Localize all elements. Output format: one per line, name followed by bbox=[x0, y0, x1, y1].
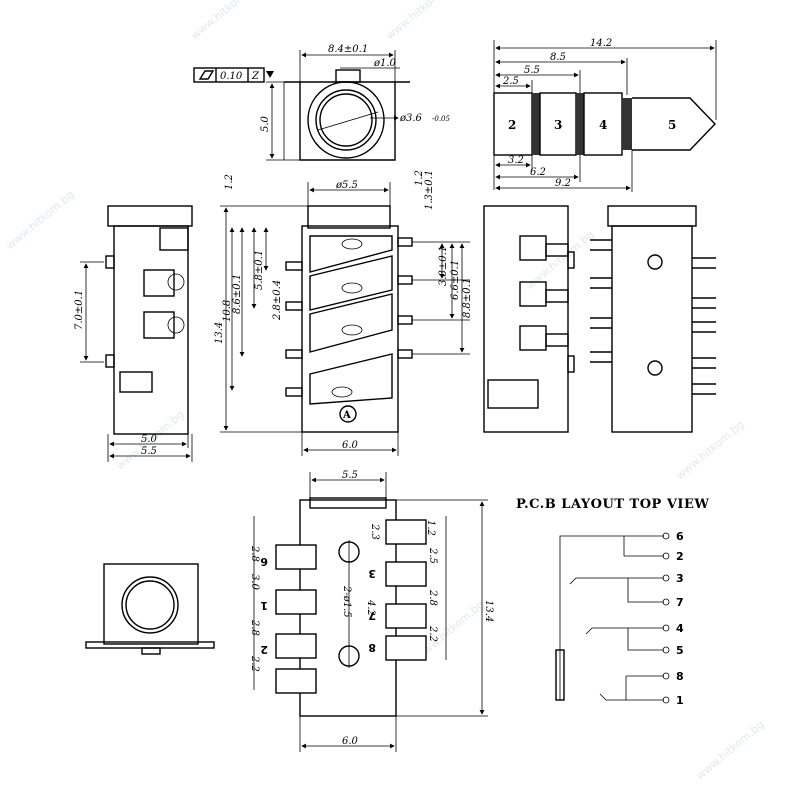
bore-tolerance: -0.05 bbox=[432, 115, 450, 123]
watermark-text: www.hitkom.bg bbox=[4, 188, 77, 252]
top-dim: 1.3±0.1 bbox=[424, 170, 435, 210]
schematic-pin: 8 bbox=[676, 670, 684, 683]
left-dim: 10.8 bbox=[222, 300, 233, 322]
pcb-layout: 5.5 6.0 13.4 2.8 3.0 2.8 2.2 1.2 2.5 2.8… bbox=[249, 470, 494, 752]
tolerance-value: 0.10 bbox=[220, 71, 243, 82]
pcb-center-dim: 4.2 bbox=[365, 599, 376, 616]
schematic-pin: 5 bbox=[676, 644, 684, 657]
pin-hole-dim: ø1.0 bbox=[373, 58, 397, 69]
marker-a: A bbox=[342, 410, 351, 421]
plug-dim: 3.2 bbox=[508, 155, 524, 166]
left-dim: 8.6±0.1 bbox=[232, 274, 243, 314]
schematic-pin: 6 bbox=[676, 530, 684, 543]
pad-label: 2 bbox=[260, 643, 268, 656]
plug-segment: 3 bbox=[554, 118, 562, 132]
schematic-title: P.C.B LAYOUT TOP VIEW bbox=[516, 497, 710, 512]
plug-dim: 6.2 bbox=[530, 167, 546, 178]
pcb-total-dim: 13.4 bbox=[483, 600, 494, 622]
plug-segment: 4 bbox=[599, 118, 607, 132]
pad-label: 1 bbox=[260, 599, 268, 612]
pcb-holes-dim: 2-ø1.5 bbox=[341, 585, 352, 618]
front-view: 5.0 8.4±0.1 ø1.0 ø3.6 -0.05 bbox=[260, 44, 450, 161]
back-view bbox=[483, 205, 575, 433]
pcb-right-dim: 1.2 bbox=[425, 520, 436, 536]
pcb-right-dim: 2.8 bbox=[427, 589, 438, 606]
watermark-text: www.hitkom.bg bbox=[694, 718, 767, 782]
pcb-left-dim: 3.0 bbox=[249, 574, 260, 591]
plug-dim: 2.5 bbox=[502, 76, 519, 87]
schematic-pin: 1 bbox=[676, 694, 684, 707]
front-width-dim: 8.4±0.1 bbox=[328, 44, 368, 55]
schematic-pin: 3 bbox=[676, 572, 684, 585]
top-bottom-dim: 6.0 bbox=[342, 440, 359, 451]
top-dim: 1.2 bbox=[414, 170, 425, 186]
top-dim: ø5.5 bbox=[335, 180, 358, 191]
watermark: www.hitkom.bg www.hitkom.bg www.hitkom.b… bbox=[4, 0, 767, 782]
watermark-text: www.hitkom.bg bbox=[189, 0, 262, 42]
plug-dim: 9.2 bbox=[555, 178, 571, 189]
pcb-right-dim: 2.2 bbox=[427, 625, 438, 642]
pcb-right-dim: 2.5 bbox=[427, 547, 438, 564]
rear-view bbox=[590, 205, 716, 433]
right-dim: 3.8±0.1 bbox=[438, 246, 449, 286]
left-dim: 2.8±0.4 bbox=[272, 280, 283, 321]
side-height-dim: 7.0±0.1 bbox=[74, 290, 85, 330]
tolerance-frame: 0.10 Z bbox=[193, 67, 274, 83]
plug-dim: 5.5 bbox=[524, 65, 540, 76]
tolerance-datum: Z bbox=[251, 71, 260, 82]
watermark-text: www.hitkom.bg bbox=[384, 0, 457, 42]
plug-segment: 5 bbox=[668, 118, 676, 132]
pcb-bottom-dim: 6.0 bbox=[342, 736, 359, 747]
side-width-dim: 5.5 bbox=[141, 446, 157, 457]
pcb-top-dim: 5.5 bbox=[342, 470, 358, 481]
left-dim: 5.8±0.1 bbox=[254, 250, 265, 290]
front-height-dim: 5.0 bbox=[260, 115, 271, 132]
pcb-left-dim: 2.2 bbox=[249, 655, 260, 672]
pcb-schematic: P.C.B LAYOUT TOP VIEW 6 2 3 7 4 5 8 1 bbox=[516, 497, 710, 707]
pcb-left-dim: 2.8 bbox=[249, 619, 260, 636]
jack-front-view bbox=[85, 563, 215, 655]
pad-label: 3 bbox=[368, 567, 376, 580]
left-dim: 13.4 bbox=[214, 322, 225, 344]
plug-segment: 2 bbox=[508, 118, 516, 132]
right-dim: 6.6±0.1 bbox=[450, 260, 461, 300]
pad-label: 7 bbox=[368, 609, 376, 622]
pcb-left-dim: 2.8 bbox=[249, 545, 260, 562]
schematic-pin: 7 bbox=[676, 596, 684, 609]
bore-dim: ø3.6 bbox=[399, 113, 423, 124]
schematic-pin: 2 bbox=[676, 550, 684, 563]
schematic-pin: 4 bbox=[676, 622, 684, 635]
left-dim: 1.2 bbox=[224, 174, 235, 190]
right-dim: 8.8±0.1 bbox=[462, 278, 473, 318]
pad-label: 8 bbox=[368, 641, 376, 654]
side-view-left: 7.0±0.1 5.0 5.5 bbox=[74, 205, 193, 462]
top-view: A ø5.5 1.2 1.3±0.1 1.2 13.4 10.8 8.6±0.1… bbox=[214, 170, 473, 456]
pcb-right-dim: 2.3 bbox=[369, 523, 380, 540]
plug-dim: 8.5 bbox=[550, 52, 566, 63]
side-width-dim: 5.0 bbox=[141, 434, 158, 445]
plug-drawing: 2 3 4 5 14.2 8.5 5.5 2.5 3.2 6.2 9.2 bbox=[493, 38, 717, 192]
pad-label: 6 bbox=[260, 555, 268, 568]
watermark-text: www.hitkom.bg bbox=[674, 418, 747, 482]
plug-dim: 14.2 bbox=[590, 38, 612, 49]
